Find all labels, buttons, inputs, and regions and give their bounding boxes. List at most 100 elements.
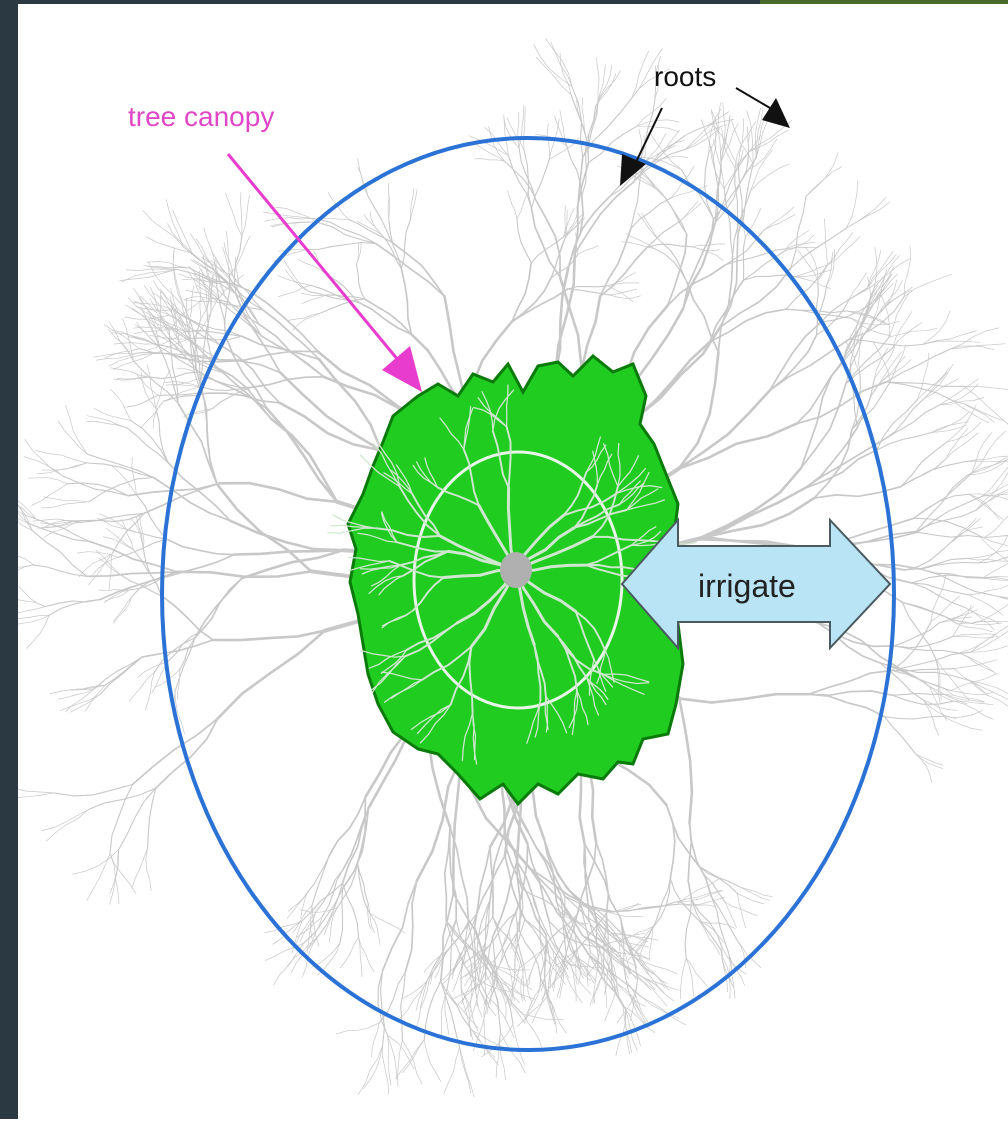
root-branch [383,881,417,971]
root-branch [528,844,550,921]
root-branch [827,250,835,285]
root-branch [905,544,949,570]
root-branch [951,691,994,695]
root-branch [885,716,943,719]
root-branch [637,98,666,126]
root-branch [265,218,314,222]
root-branch [617,983,641,1013]
root-branch [190,336,242,340]
root-branch [505,161,536,200]
canopy-label: tree canopy [128,101,274,132]
root-branch [647,221,681,248]
root-branch [166,200,183,247]
root-branch [73,850,119,874]
root-branch [551,42,572,86]
root-branch [532,160,550,209]
root-branch [593,969,604,1003]
root-branch [923,372,947,399]
root-branch [18,607,45,614]
root-branch [301,893,307,918]
root-branch [985,534,1008,538]
root-branch [110,850,119,904]
root-branch [749,130,789,152]
root-branch [686,959,693,997]
root-branch [111,390,131,421]
root-branch [536,57,571,94]
root-branch [287,313,322,321]
root-branch [230,521,343,550]
root-branch [368,904,374,933]
root-branch [735,168,738,235]
root-branch [517,219,531,263]
root-branch [828,236,861,265]
root-branch [944,694,984,702]
root-branch [679,694,808,702]
root-branch [147,365,156,408]
root-branch [319,359,381,450]
root-branch [667,265,725,306]
root-branch [764,207,794,230]
root-branch [109,554,112,590]
root-branch [637,126,678,131]
root-branch [972,431,1006,473]
root-branch [739,886,770,900]
root-branch [242,196,250,236]
root-branch [318,243,376,250]
root-branch [226,193,242,235]
root-branch [949,518,977,544]
root-branch [91,557,118,577]
root-branch [809,691,893,695]
root-branch [918,496,983,532]
root-branch [87,463,154,478]
root-branch [743,237,745,280]
root-branch [846,198,886,229]
root-branch [109,329,134,361]
root-branch [110,784,133,853]
root-branch [18,565,34,571]
root-branch [912,583,965,608]
root-branch [596,57,599,100]
root-branch [156,408,168,462]
root-branch [957,623,1002,625]
root-branch [340,937,359,968]
root-branch [666,805,699,866]
root-branch [654,878,670,925]
root-branch [587,100,599,139]
root-branch [922,331,976,345]
root-branch [688,823,691,900]
root-branch [178,670,180,700]
root-branch [979,536,1008,556]
root-branch [636,958,665,988]
frame-left [0,0,18,1119]
root-branch [101,657,143,694]
root-branch [681,203,701,220]
root-branch [424,1040,441,1082]
root-branch [175,638,195,692]
root-branch [329,797,365,856]
root-branch [846,181,857,228]
root-branch [343,883,359,937]
root-branch [358,302,412,334]
root-branch [161,596,213,640]
root-branch [953,401,989,423]
root-branch [293,313,322,331]
root-branch [883,405,940,441]
root-branch [87,422,128,429]
root-branch [177,571,311,576]
root-branch [131,421,168,463]
root-branch [217,484,311,571]
root-branch [142,640,213,657]
root-branch [114,343,155,344]
root-branch [954,660,997,669]
root-branch [357,265,365,299]
root-branch [513,1024,524,1064]
root-branch [957,624,992,632]
root-zone-diagram: tree canopy roots irrigate [18,4,1008,1119]
root-branch [791,228,847,268]
root-branch [764,215,795,230]
root-branch [635,973,678,990]
root-branch [523,1015,541,1048]
root-branch [401,972,406,1040]
root-branch [596,843,608,914]
root-branch [139,515,144,549]
